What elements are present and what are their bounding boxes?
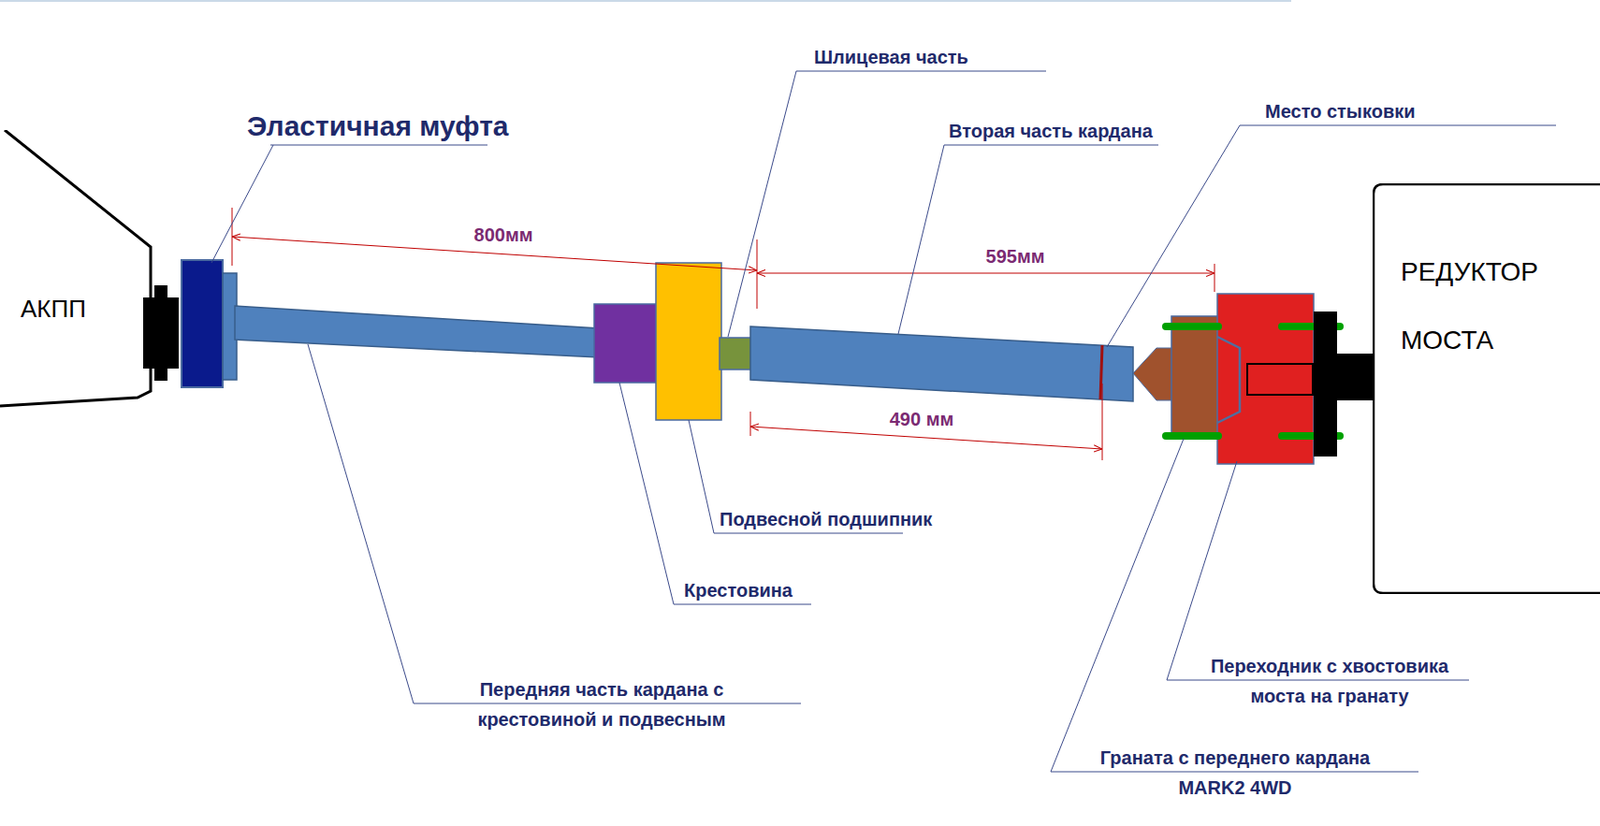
cv-joint xyxy=(1171,316,1221,439)
rear-shaft xyxy=(750,326,1134,402)
part-label: Граната с переднего кардана MARK2 4WD xyxy=(1066,742,1404,803)
front-shaft xyxy=(234,305,599,358)
dimension-label: 490 мм xyxy=(865,407,978,431)
gearbox-outline xyxy=(0,130,151,407)
axle-reducer-box: РЕДУКТОР МОСТА xyxy=(1372,183,1600,595)
dimension-label: 595мм xyxy=(959,245,1072,268)
node-title: РЕДУКТОР МОСТА xyxy=(1400,237,1588,375)
top-rule xyxy=(0,0,1292,2)
leader-lines xyxy=(211,71,1557,772)
axle-pinion xyxy=(1337,353,1373,401)
elastic-coupling xyxy=(181,260,223,388)
part-label: Крестовина xyxy=(683,578,793,603)
gearbox-flange-rim xyxy=(154,285,168,381)
reducer-outline xyxy=(1373,184,1600,594)
part-label: Переходник с хвостовика моста на гранату xyxy=(1189,651,1470,712)
node-title: АКПП xyxy=(20,292,143,325)
part-label: Эластичная муфта xyxy=(247,110,510,143)
cv-cone xyxy=(1133,348,1173,401)
adapter-bore xyxy=(1247,363,1313,395)
part-label: Передняя часть кардана с крестовиной и п… xyxy=(461,674,742,735)
part-label: Вторая часть кардана xyxy=(948,118,1153,144)
node-outline xyxy=(1372,183,1600,595)
dimension-label: 800мм xyxy=(447,223,560,247)
axle-flange xyxy=(1313,311,1338,457)
node-outline xyxy=(0,130,155,408)
adapter-recess xyxy=(1217,336,1240,423)
part-label: Подвесной подшипник xyxy=(719,507,932,532)
dimension-lines xyxy=(232,207,1215,461)
gearbox-box: АКПП xyxy=(0,130,155,408)
part-label: Место стыковки xyxy=(1265,99,1416,124)
center-bearing xyxy=(655,262,722,421)
part-label: Шлицевая часть xyxy=(814,44,969,70)
cross-joint xyxy=(594,304,666,383)
